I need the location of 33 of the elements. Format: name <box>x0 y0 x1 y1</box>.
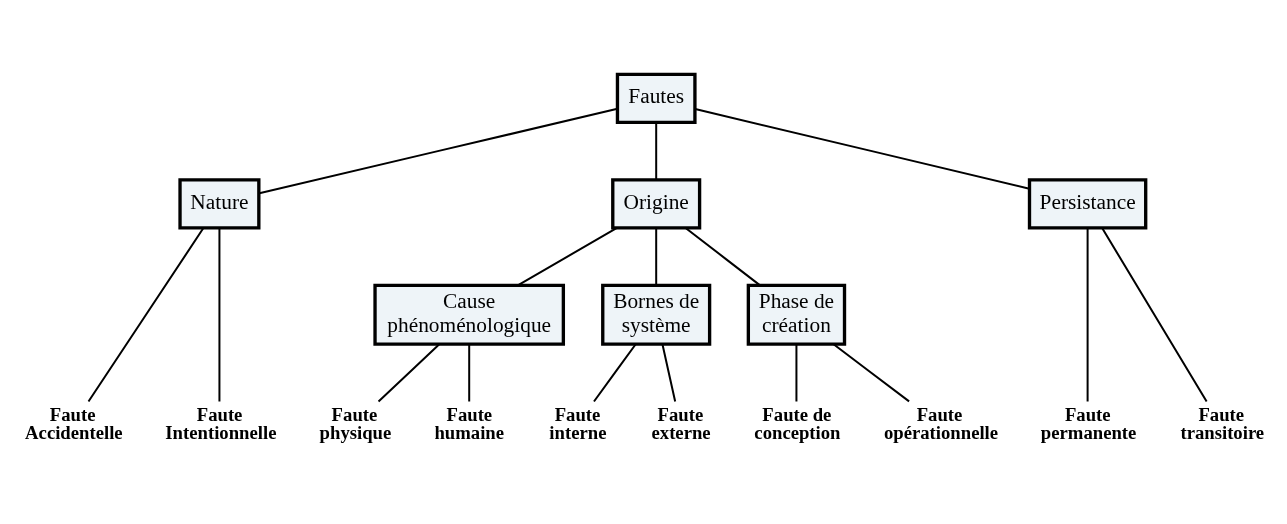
node-text: Faute permanente <box>1040 403 1137 444</box>
connector <box>593 343 637 403</box>
node-box: Bornes de système <box>601 283 712 346</box>
node-box: Cause phénoménologique <box>373 283 566 346</box>
connector <box>655 121 658 181</box>
connector <box>377 343 440 403</box>
node-box: Fautes <box>615 72 697 125</box>
node-text: Faute de conception <box>754 403 841 444</box>
node-text: Faute transitoire <box>1180 403 1265 444</box>
connector <box>258 107 619 195</box>
connector <box>218 227 221 403</box>
connector <box>1086 227 1089 403</box>
node-text: Faute Intentionnelle <box>165 403 277 444</box>
node-text: Faute externe <box>651 403 711 444</box>
node-box: Phase de création <box>746 283 847 346</box>
connector <box>1101 227 1208 403</box>
node-text: Faute Accidentelle <box>25 403 123 444</box>
node-text: Faute physique <box>319 403 392 444</box>
connector <box>468 343 471 403</box>
connector <box>832 343 911 403</box>
node-text: Faute opérationnelle <box>883 403 999 444</box>
connector <box>684 227 761 287</box>
connector <box>516 227 618 287</box>
connector <box>694 108 1031 190</box>
connector <box>661 343 677 403</box>
connector <box>795 343 798 403</box>
connector <box>87 227 205 403</box>
node-box: Persistance <box>1027 178 1148 230</box>
node-box: Nature <box>178 178 261 230</box>
node-box: Origine <box>611 178 702 230</box>
connector <box>655 227 658 287</box>
node-text: Faute interne <box>549 403 607 444</box>
node-text: Faute humaine <box>434 403 505 444</box>
